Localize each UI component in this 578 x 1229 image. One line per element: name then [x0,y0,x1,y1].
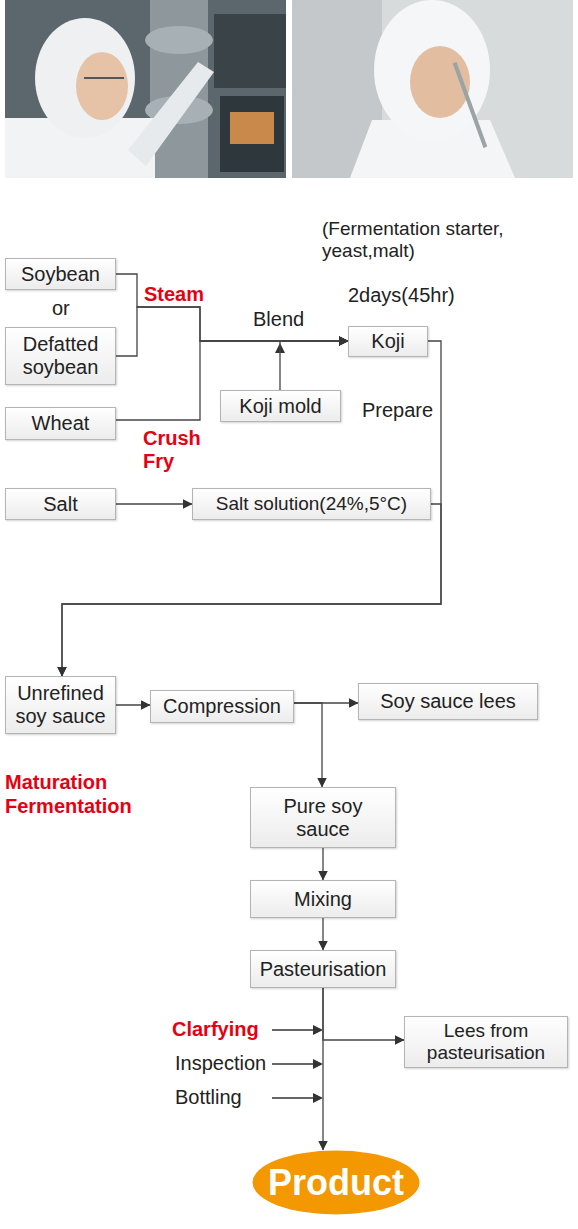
process-step-label: Maturation [5,771,107,794]
process-box: Compression [150,690,294,723]
photo-background [5,0,286,178]
process-step-label: Clarfying [172,1018,259,1041]
annotation-label: Prepare [362,399,433,422]
step-arrowhead [313,1093,323,1103]
screen-glow [230,112,274,144]
operator-face [76,52,128,120]
operator-hood [35,18,135,138]
flow-connector [322,848,323,880]
annotation-label: (Fermentation starter, yeast,malt) [322,218,572,262]
node-text: Soybean [21,263,100,286]
node-text: Pure soy sauce [269,795,377,841]
node-text: Mixing [294,888,352,911]
flow-connector [323,988,404,1040]
side-arrows [272,343,323,1103]
flow-connector [116,704,150,705]
flow-connector [322,918,323,950]
node-text: Defatted soybean [9,333,112,379]
operator-glasses [84,77,124,79]
flow-connector [62,504,441,676]
step-arrowhead [313,1025,323,1035]
annotation-label: Bottling [175,1086,242,1109]
process-box: Defatted soybean [5,327,116,385]
node-text: Wheat [32,412,90,435]
photo-operator [5,0,286,178]
annotation-label: 2days(45hr) [348,284,455,307]
node-text: Product [268,1162,404,1203]
node-text: Unrefined soy sauce [9,682,112,728]
step-arrowhead [313,1059,323,1069]
node-text: Pasteurisation [260,958,387,981]
photo-inspector [292,0,573,178]
node-text: Lees from pasteurisation [408,1020,564,1064]
node-text: Salt [43,493,77,516]
inspector-pipette [453,62,488,148]
process-box: Soy sauce lees [358,683,538,720]
process-box: Salt solution(24%,5°C) [192,488,431,520]
process-step-label: Crush [143,427,201,450]
process-box: Lees from pasteurisation [404,1016,568,1068]
process-box: Koji [348,326,428,357]
inspector-hood [374,0,490,140]
annotation-label: Blend [253,308,304,331]
flow-connector [116,307,348,356]
process-step-label: Fermentation [5,795,132,818]
process-box: Mixing [250,880,396,918]
flow-connector [62,341,441,676]
process-box: Unrefined soy sauce [5,676,116,734]
flow-connector [280,341,348,390]
process-box: Pasteurisation [250,950,396,988]
photo-background [292,0,573,178]
product-oval: Product [252,1150,420,1215]
node-text: Koji [371,330,404,353]
control-panel [214,14,286,88]
step-arrow [272,1063,314,1064]
annotation-label: or [52,297,70,320]
process-step-label: Fry [143,450,174,473]
node-text: Compression [163,695,281,718]
flow-connector [294,703,322,787]
step-arrow [272,1029,314,1030]
control-screen [220,96,284,172]
process-box: Soybean [5,258,116,290]
process-box: Pure soy sauce [250,787,396,848]
machine-valve [145,26,213,54]
flow-connector [116,503,192,504]
node-text: Soy sauce lees [380,690,516,713]
process-box: Koji mold [220,390,341,422]
node-text: Koji mold [239,395,321,418]
process-box: Salt [5,488,116,520]
annotation-label: Inspection [175,1052,266,1075]
process-box: Wheat [5,407,116,440]
operator-arm [128,62,214,166]
step-arrow [272,1097,314,1098]
oval-shape [253,1151,420,1215]
process-step-label: Steam [144,283,204,306]
node-text: Salt solution(24%,5°C) [216,493,407,515]
